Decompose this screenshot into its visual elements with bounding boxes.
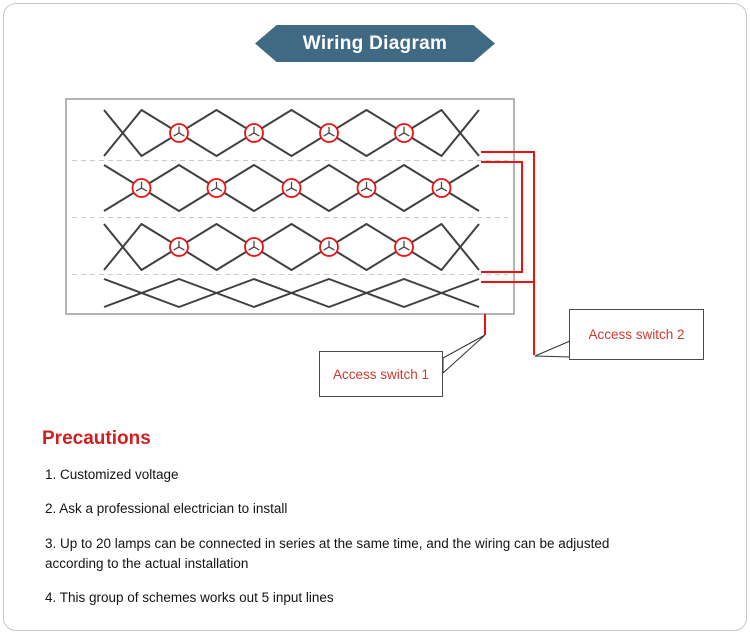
lamp-connector-icon: [394, 123, 414, 143]
title-banner: Wiring Diagram: [255, 25, 495, 62]
precaution-item: 4. This group of schemes works out 5 inp…: [45, 590, 334, 605]
precaution-item: 1. Customized voltage: [45, 467, 179, 482]
lamp-connector-icon: [169, 237, 189, 257]
page-container: Wiring Diagram Access switch 1 Access sw…: [3, 3, 747, 631]
lamp-connector-icon: [394, 237, 414, 257]
lamp-connector-icon: [319, 123, 339, 143]
precaution-item: 2. Ask a professional electrician to ins…: [45, 501, 288, 517]
wiring-diagram: [65, 98, 571, 375]
precautions-section: Precautions 1. Customized voltage 2. Ask…: [42, 428, 714, 622]
precaution-item: 3. Up to 20 lamps can be connected in se…: [45, 535, 610, 571]
access-switch-1-label: Access switch 1: [332, 366, 430, 382]
lamp-connector-icon: [244, 123, 264, 143]
callout-leader-2: [534, 340, 571, 358]
lamp-connector-icon: [244, 237, 264, 257]
precautions-list: 1. Customized voltage 2. Ask a professio…: [42, 465, 657, 608]
lamp-connector-icon: [319, 237, 339, 257]
callout-leader-1: [442, 334, 486, 375]
lamp-connectors-row-1: [169, 123, 414, 143]
access-switch-2-callout: Access switch 2: [569, 309, 704, 360]
lamp-connector-icon: [206, 178, 227, 198]
lamp-row-4: [103, 278, 480, 308]
lamp-frame: [65, 98, 515, 315]
lamp-connector-icon: [169, 123, 189, 143]
lamp-connectors-row-2: [131, 178, 452, 198]
access-switch-1-callout: Access switch 1: [319, 351, 443, 397]
lamp-connector-icon: [356, 178, 377, 198]
dashed-guide-lines: [72, 160, 508, 275]
lamp-row-1: [103, 109, 480, 157]
power-wires: [481, 151, 535, 355]
lamp-connector-icon: [431, 178, 452, 198]
lamp-connector-icon: [131, 178, 152, 198]
access-switch-2-label: Access switch 2: [588, 327, 685, 342]
lamp-connectors-row-3: [169, 237, 414, 257]
lamp-connector-icon: [281, 178, 302, 198]
page-title: Wiring Diagram: [302, 32, 448, 54]
lamp-row-3: [103, 223, 480, 271]
precautions-heading: Precautions: [42, 428, 151, 449]
